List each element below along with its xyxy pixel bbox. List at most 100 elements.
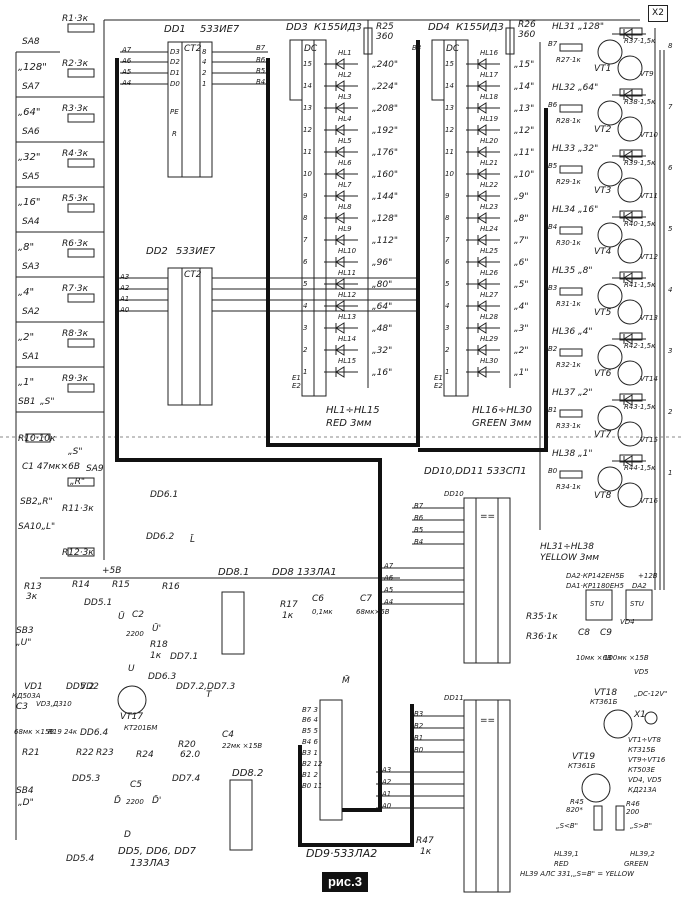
d-label: D: [124, 830, 131, 840]
resistor-r17-label: R17: [280, 600, 298, 610]
red-led-2-icon: [324, 80, 358, 92]
resistor-r47-value: 1к: [420, 847, 432, 857]
gate-dd81-label: DD8.1: [218, 567, 250, 578]
switch-sa7-label[interactable]: SA7: [22, 82, 40, 92]
led-hl392-color: GREEN: [624, 860, 649, 868]
resistor-r18-value: 1к: [150, 651, 162, 661]
switch-sa10-label[interactable]: SA10„L": [18, 522, 56, 532]
dd4-output-14: 1: [445, 368, 450, 376]
resistor-r20-label: R20: [178, 740, 196, 750]
connector-x2-pin-6[interactable]: 6: [668, 164, 673, 172]
red-led-12-value: „64": [372, 302, 393, 312]
resistor-r7-label: R7·3к: [62, 284, 89, 294]
green-led-27-icon: [466, 300, 500, 312]
gate-dd8-label: DD8 133ЛА1: [272, 567, 337, 578]
gate-dd52-label: DD5.2: [66, 682, 95, 692]
green-led-29-icon: [466, 344, 500, 356]
driver-output-transistor-vt13: VT13: [640, 314, 658, 322]
green-led-22-icon: [466, 190, 500, 202]
s-greater-b-label: „S>B": [630, 822, 652, 830]
switch-sa5-label[interactable]: SA5: [22, 172, 40, 182]
switch-sa8-label[interactable]: SA8: [22, 37, 40, 47]
connector-x2-pin-1[interactable]: 1: [668, 469, 673, 477]
driver-led-hl32-icon: [612, 89, 646, 101]
driver-output-transistor-vt15: VT15: [640, 436, 658, 444]
switch-sa2-label[interactable]: SA2: [22, 307, 40, 317]
switch-sa3-label[interactable]: SA3: [22, 262, 40, 272]
dd11-a3: A3: [382, 766, 392, 774]
green-led-26-label: HL26: [480, 269, 499, 277]
bus-a6-label: A6: [122, 57, 132, 65]
red-led-5-label: HL5: [338, 137, 352, 145]
d-bar-label: D̄: [114, 796, 121, 806]
driver-led-hl38-label: HL38: [552, 449, 576, 459]
resistor-r12-label: R12·3к: [62, 548, 94, 558]
switch-sa6-label[interactable]: SA6: [22, 127, 40, 137]
red-led-12-label: HL12: [338, 291, 357, 299]
red-led-5-icon: [324, 146, 358, 158]
resistor-r3-label: R3·3к: [62, 104, 89, 114]
driver-base-resistor-6: R33·1к: [556, 422, 581, 430]
green-led-24-value: „7": [514, 236, 529, 246]
driver-output-transistor-vt16: VT16: [640, 497, 658, 505]
connector-x2-pin-4[interactable]: 4: [668, 286, 673, 294]
resistor-r1-label: R1·3к: [62, 14, 89, 24]
switch-sb1-label[interactable]: SB1: [18, 397, 36, 407]
switch-sb2-label[interactable]: SB2„R": [20, 497, 53, 507]
connector-x2-pin-7[interactable]: 7: [668, 103, 673, 111]
connector-x2-pin-2[interactable]: 2: [668, 408, 673, 416]
driver-led-resistor-2: R39·1,5к: [624, 159, 656, 167]
green-led-30-icon: [466, 366, 500, 378]
regulator-da2-label: DA2·КР142ЕН5Б: [566, 572, 625, 580]
red-led-9-label: HL9: [338, 225, 352, 233]
bus-a4-label: A4: [122, 79, 132, 87]
s-less-b-label: „S<B": [556, 822, 578, 830]
driver-base-resistor-0: R27·1к: [556, 56, 581, 64]
switch-sa1-label[interactable]: SA1: [22, 352, 40, 362]
switch-sa9-label[interactable]: SA9: [86, 464, 104, 474]
connector-x2-pin-3[interactable]: 3: [668, 347, 673, 355]
dd1-pin-d2: D2: [170, 58, 180, 66]
resistor-r26-value: 360: [518, 30, 536, 40]
driver-led-resistor-4: R41·1,5к: [624, 281, 656, 289]
driver-led-resistor-3: R40·1,5к: [624, 220, 656, 228]
dd3-output-2: 13: [303, 104, 312, 112]
driver-led-hl38-icon: [612, 455, 646, 467]
switch-sa4-label[interactable]: SA4: [22, 217, 40, 227]
plus5-label: +5В: [102, 566, 122, 576]
resistor-r18-label: R18: [150, 640, 168, 650]
driver-led-resistor-1: R38·1,5к: [624, 98, 656, 106]
bus-a7-label: A7: [122, 46, 132, 54]
connector-x2-pin-5[interactable]: 5: [668, 225, 673, 233]
green-led-28-value: „3": [514, 324, 529, 334]
led-hl391-label: HL39,1: [554, 850, 579, 858]
red-led-6-value: „160": [372, 170, 398, 180]
parts-note-3: КТ503Е: [628, 766, 656, 774]
button-sb4-label[interactable]: SB4: [16, 786, 34, 796]
button-sb3-label[interactable]: SB3: [16, 626, 34, 636]
bus-a2-label: A2: [120, 284, 130, 292]
capacitor-c2-value: 2200: [126, 630, 144, 638]
gate-dd51-label: DD5.1: [84, 598, 113, 608]
dd10-b4: B4: [414, 538, 424, 546]
driver-output-transistor-vt12: VT12: [640, 253, 658, 261]
driver-bit-b1: B1: [548, 406, 558, 414]
green-led-27-label: HL27: [480, 291, 499, 299]
red-led-11-value: „80": [372, 280, 393, 290]
green-led-17-icon: [466, 80, 500, 92]
jack-x1-label[interactable]: X1: [634, 710, 646, 720]
connector-x2-pin-8[interactable]: 8: [668, 42, 673, 50]
red-led-4-value: „192": [372, 126, 398, 136]
driver-led-resistor-0: R37·1,5к: [624, 37, 656, 45]
driver-led-hl35-value: „8": [578, 266, 593, 276]
dd3-output-10: 5: [303, 280, 308, 288]
driver-legend-color: YELLOW 3мм: [540, 553, 600, 563]
driver-transistor-vt4: VT4: [594, 247, 612, 257]
driver-bit-b3: B3: [548, 284, 558, 292]
capacitor-c3-value: 68мк ×15В: [14, 728, 55, 736]
red-led-14-icon: [324, 344, 358, 356]
driver-bit-b7: B7: [548, 40, 558, 48]
resistor-r19-label: R19 24к: [48, 728, 78, 736]
dd1-pin-pe: PE: [170, 108, 179, 116]
counter-dd2-ref: DD2: [146, 246, 168, 257]
